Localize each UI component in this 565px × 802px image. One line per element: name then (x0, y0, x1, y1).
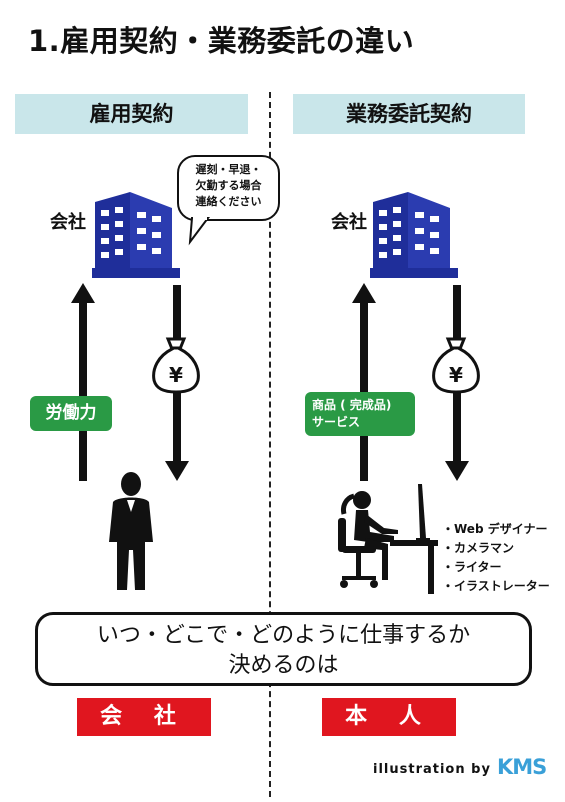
question-box: いつ・どこで・どのように仕事するか 決めるのは (35, 612, 532, 686)
up-arrow-icon (71, 283, 95, 481)
header-employment: 雇用契約 (15, 94, 248, 134)
list-item: ・ライター (442, 560, 502, 574)
decider-company: 会 社 (77, 698, 211, 736)
list-item: ・Web デザイナー (442, 522, 548, 536)
left-company-label: 会社 (50, 212, 86, 233)
labor-tag: 労働力 (30, 396, 112, 431)
money-bag-icon: ¥ (152, 337, 200, 394)
bubble-line: 欠勤する場合 (195, 179, 262, 192)
kms-logo-text: KMS (497, 755, 547, 779)
header-outsourcing: 業務委託契約 (293, 94, 525, 134)
product-label: 商品 ( 完成品) (312, 398, 392, 412)
list-item: ・カメラマン (442, 541, 515, 555)
question-line: 決めるのは (228, 653, 339, 678)
up-arrow-icon (352, 283, 376, 481)
list-item: ・イラストレーター (442, 579, 550, 593)
desk-worker-icon (338, 484, 438, 594)
right-company-label: 会社 (331, 212, 367, 233)
occupation-list: ・Web デザイナー ・カメラマン ・ライター ・イラストレーター (442, 520, 550, 596)
bubble-tail (188, 216, 210, 246)
money-bag-icon: ¥ (432, 337, 480, 394)
page-title: 1.雇用契約・業務委託の違い (28, 24, 415, 58)
building-icon (92, 192, 180, 278)
kms-logo: KMS (497, 755, 547, 779)
speech-bubble-icon: 遅刻・早退・ 欠勤する場合 連絡ください (177, 155, 280, 221)
svg-text:¥: ¥ (169, 363, 183, 387)
product-service-tag: 商品 ( 完成品) サービス (305, 392, 415, 436)
service-label: サービス (312, 415, 361, 429)
decider-self: 本 人 (322, 698, 456, 736)
person-icon (109, 472, 153, 590)
center-divider (269, 92, 271, 797)
illustration-credit: illustration by (373, 762, 491, 777)
bubble-line: 連絡ください (195, 195, 262, 208)
building-icon (370, 192, 458, 278)
question-line: いつ・どこで・どのように仕事するか (96, 623, 471, 648)
svg-text:¥: ¥ (449, 363, 463, 387)
bubble-line: 遅刻・早退・ (195, 163, 262, 176)
